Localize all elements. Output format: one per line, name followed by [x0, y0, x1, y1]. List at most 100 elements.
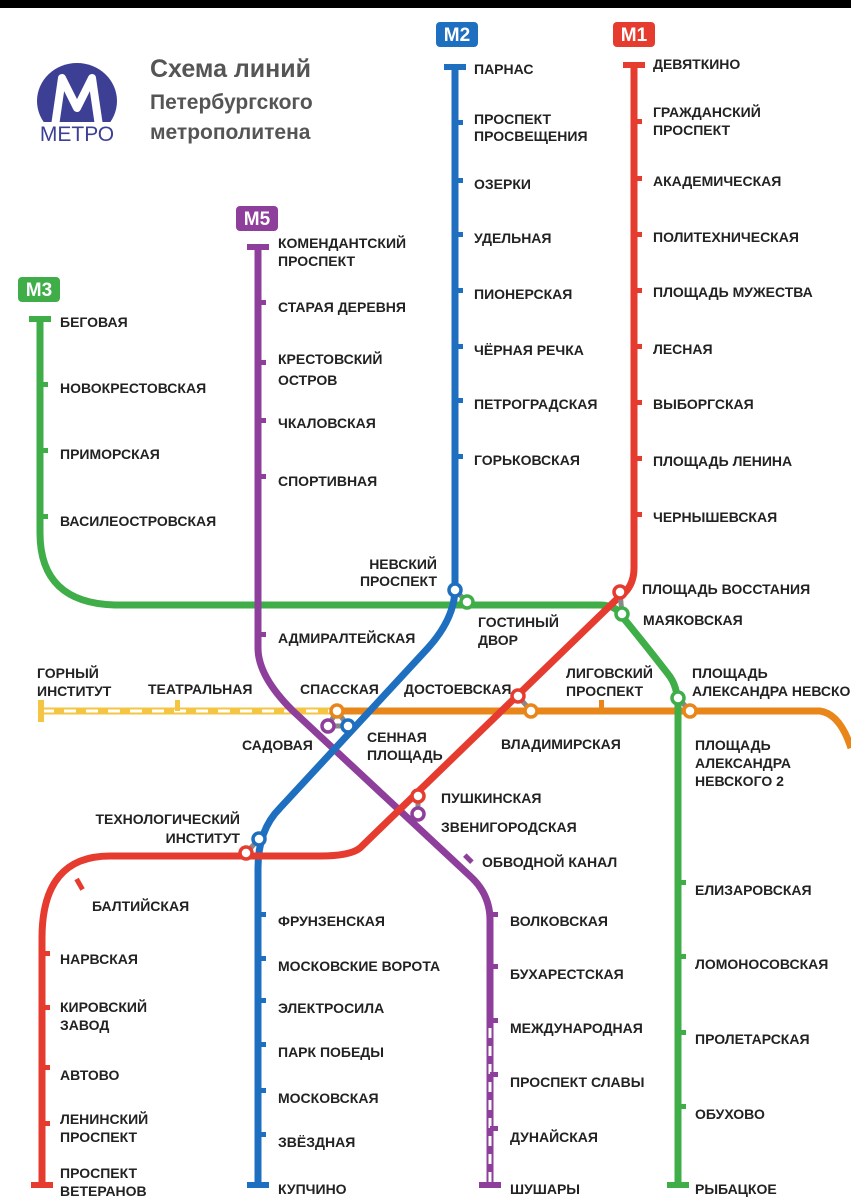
station-label: ПОЛИТЕХНИЧЕСКАЯ — [653, 229, 799, 245]
station-label: ПРОСПЕКТ — [60, 1165, 138, 1181]
station-label: ТЕАТРАЛЬНАЯ — [148, 681, 252, 697]
station-label: АКАДЕМИЧЕСКАЯ — [653, 173, 781, 189]
station-label: ПЛОЩАДЬ — [692, 665, 768, 681]
station-label: ПЛОЩАДЬ МУЖЕСТВА — [653, 284, 813, 300]
station-label: БУХАРЕСТСКАЯ — [510, 966, 624, 982]
station-label: ПУШКИНСКАЯ — [441, 790, 541, 806]
station-label: РЫБАЦКОЕ — [695, 1181, 777, 1197]
metro-map: МЕТРО Схема линий Петербургского метропо… — [0, 8, 851, 1200]
station-label: ДВОР — [478, 632, 518, 648]
station-label: ГОРЬКОВСКАЯ — [474, 452, 580, 468]
station-label: ЕЛИЗАРОВСКАЯ — [695, 882, 812, 898]
station-label: ПРОСПЕКТ — [474, 111, 552, 127]
station-label: АЛЕКСАНДРА — [695, 755, 791, 771]
station-label: ТЕХНОЛОГИЧЕСКИЙ — [95, 810, 240, 827]
station-label: ЗАВОД — [60, 1017, 109, 1033]
station-label: ЗВЕНИГОРОДСКАЯ — [441, 819, 577, 835]
station-label: ВЫБОРГСКАЯ — [653, 396, 754, 412]
line-5-badge: М5 — [236, 206, 278, 231]
metro-map-canvas: МЕТРО Схема линий Петербургского метропо… — [18, 22, 851, 1199]
station-label: МОСКОВСКАЯ — [278, 1090, 379, 1106]
station-label: ПРОСПЕКТ СЛАВЫ — [510, 1074, 644, 1090]
station-label: БАЛТИЙСКАЯ — [92, 897, 189, 914]
line-1-path — [38, 66, 638, 1188]
station-label: ЭЛЕКТРОСИЛА — [278, 1000, 384, 1016]
station-label: ПЛОЩАДЬ ВОССТАНИЯ — [642, 581, 810, 597]
station-label: ЛЕСНАЯ — [653, 341, 713, 357]
station-label: ШУШАРЫ — [510, 1181, 580, 1197]
svg-text:М5: М5 — [244, 209, 271, 230]
line-3-badge: М3 — [18, 277, 60, 302]
station-label: ЧКАЛОВСКАЯ — [278, 415, 376, 431]
station-label: НАРВСКАЯ — [60, 951, 138, 967]
station-label: ПЛОЩАДЬ — [695, 737, 771, 753]
metro-logo: МЕТРО — [36, 63, 118, 146]
interchange-sennaya-sadovaya-spasskaya — [320, 703, 356, 734]
station-label: МЕЖДУНАРОДНАЯ — [510, 1020, 643, 1036]
station-label: ПРОСПЕКТ — [360, 573, 438, 589]
station-label: АЛЕКСАНДРА НЕВСКОГО — [692, 683, 851, 699]
station-label: ОБУХОВО — [695, 1106, 765, 1122]
station-label: ОБВОДНОЙ КАНАЛ — [482, 853, 617, 870]
station-label: ВАСИЛЕОСТРОВСКАЯ — [60, 513, 216, 529]
station-label: НЕВСКИЙ — [369, 555, 437, 572]
station-ticks — [42, 119, 642, 1126]
svg-text:М2: М2 — [444, 25, 470, 46]
title-line-3: метрополитена — [150, 121, 311, 144]
station-label: ЛОМОНОСОВСКАЯ — [695, 956, 828, 972]
station-label: НЕВСКОГО 2 — [695, 773, 784, 789]
station-label: ЛИГОВСКИЙ — [566, 664, 653, 681]
station-label: КОМЕНДАНТСКИЙ — [278, 234, 406, 251]
station-label: УДЕЛЬНАЯ — [474, 230, 551, 246]
station-label: ЗВЁЗДНАЯ — [278, 1134, 355, 1150]
station-label: КУПЧИНО — [278, 1181, 347, 1197]
station-label: ВЛАДИМИРСКАЯ — [501, 736, 621, 752]
station-label: ГОСТИНЫЙ — [478, 613, 559, 630]
station-label: ЧЕРНЫШЕВСКАЯ — [653, 509, 777, 525]
station-label: АВТОВО — [60, 1067, 120, 1083]
interchange-pushkinskaya-zvenigorodskaya — [410, 788, 426, 822]
station-label: МАЯКОВСКАЯ — [643, 612, 743, 628]
station-label: ДОСТОЕВСКАЯ — [404, 681, 511, 697]
station-label: ЛЕНИНСКИЙ — [60, 1110, 148, 1127]
station-label: ПАРК ПОБЕДЫ — [278, 1044, 384, 1060]
station-label: МОСКОВСКИЕ ВОРОТА — [278, 958, 440, 974]
station-label: ПРОЛЕТАРСКАЯ — [695, 1031, 810, 1047]
station-label: СЕННАЯ — [367, 729, 427, 745]
station-label: ИНСТИТУТ — [166, 830, 241, 846]
station-label: САДОВАЯ — [242, 737, 313, 753]
svg-text:М1: М1 — [621, 25, 648, 46]
station-label: СТАРАЯ ДЕРЕВНЯ — [278, 299, 406, 315]
terminal-bars — [29, 62, 689, 1188]
station-label: ДУНАЙСКАЯ — [510, 1128, 598, 1145]
station-label: ОСТРОВ — [278, 372, 337, 388]
station-label: АДМИРАЛТЕЙСКАЯ — [278, 629, 415, 646]
station-label: ПРОСПЕКТ — [60, 1129, 138, 1145]
logo-text: МЕТРО — [40, 123, 114, 146]
station-label: КРЕСТОВСКИЙ — [278, 350, 382, 367]
station-label: ЧЁРНАЯ РЕЧКА — [474, 342, 584, 358]
interchange-alexandra-nevskogo — [670, 690, 698, 719]
line-1-badge: М1 — [613, 22, 655, 47]
station-label: ПРОСПЕКТ — [653, 122, 731, 138]
station-label: ПЕТРОГРАДСКАЯ — [474, 396, 597, 412]
line-5-path — [254, 248, 494, 1023]
title-line-1: Схема линий — [150, 55, 311, 83]
station-label: ПРОСПЕКТ — [566, 683, 644, 699]
station-label: КИРОВСКИЙ — [60, 998, 147, 1015]
station-label: ПАРНАС — [474, 61, 534, 77]
interchange-technologichesky — [238, 831, 267, 861]
station-label: НОВОКРЕСТОВСКАЯ — [60, 380, 206, 396]
interchange-nevsky-gostiny — [447, 582, 475, 610]
station-label: ГОРНЫЙ — [37, 664, 99, 681]
svg-text:М3: М3 — [26, 280, 52, 301]
station-label: ПЛОЩАДЬ ЛЕНИНА — [653, 453, 792, 469]
station-label: ПИОНЕРСКАЯ — [474, 286, 572, 302]
station-label: ПЛОЩАДЬ — [367, 747, 443, 763]
title-line-2: Петербургского — [150, 91, 313, 114]
station-label: ВОЛКОВСКАЯ — [510, 913, 608, 929]
line-4-path — [330, 707, 851, 750]
station-label: ДЕВЯТКИНО — [653, 56, 740, 72]
station-label: ВЕТЕРАНОВ — [60, 1183, 147, 1199]
station-label: СПОРТИВНАЯ — [278, 473, 377, 489]
